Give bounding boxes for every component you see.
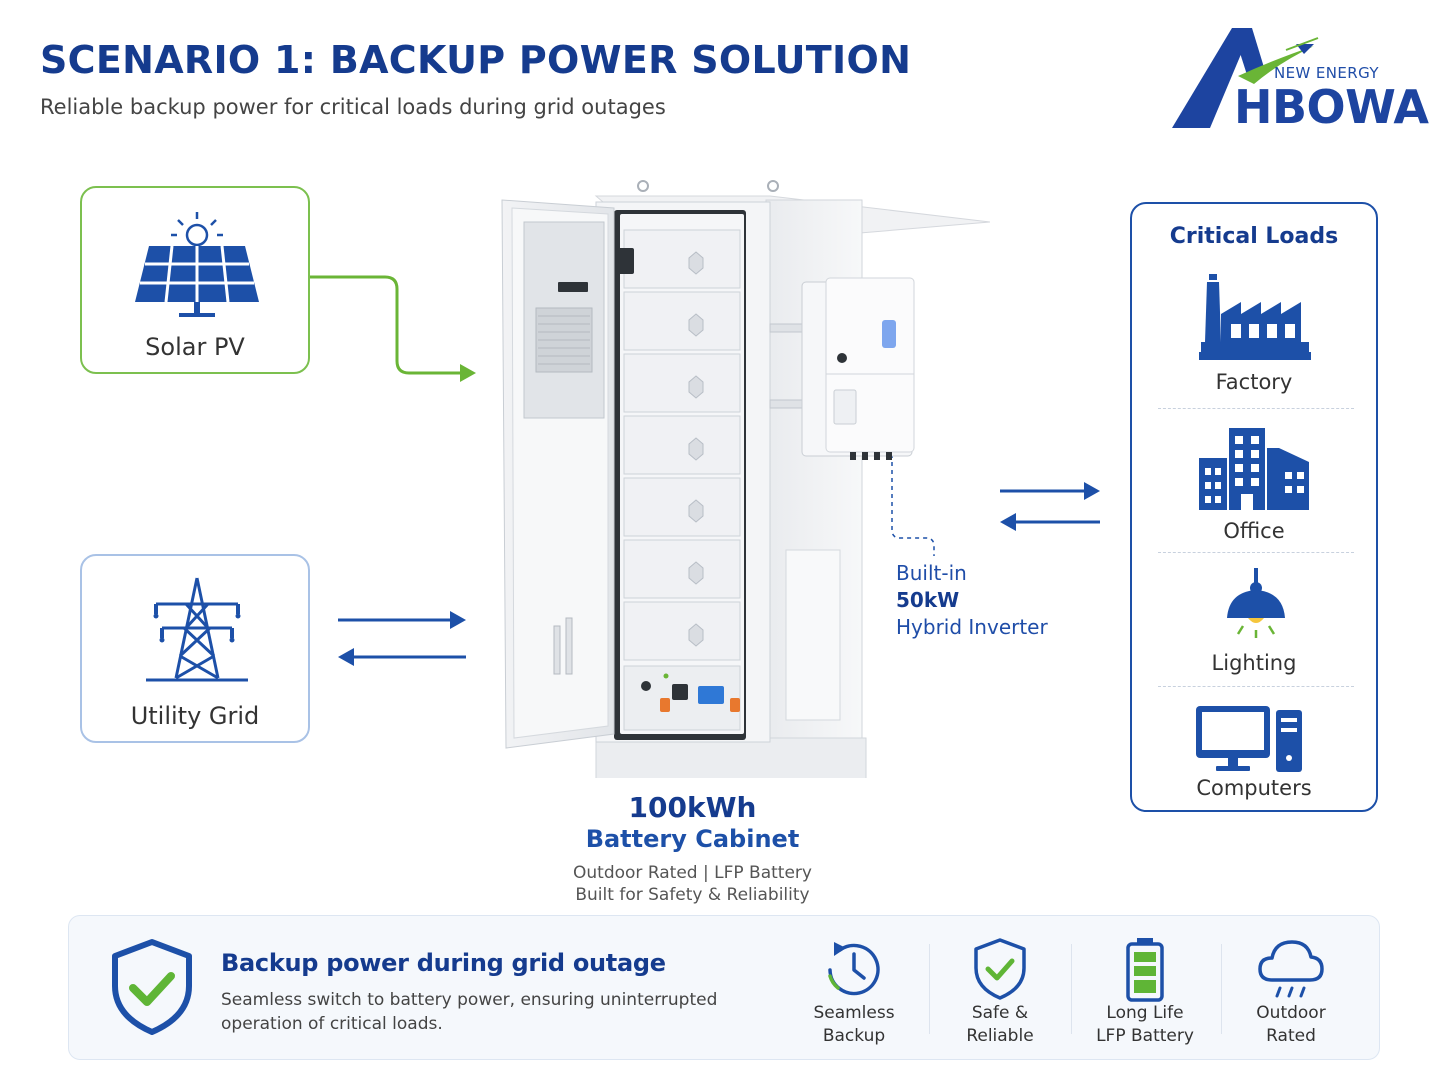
battery-icon: [1126, 938, 1164, 1002]
banner-description: Seamless switch to battery power, ensuri…: [221, 990, 718, 1034]
feature-label-line2: Rated: [1266, 1026, 1316, 1046]
load-computers-label: Computers: [1196, 776, 1312, 800]
feature-label-line1: Outdoor: [1256, 1003, 1326, 1023]
shield-check-icon: [974, 938, 1026, 1000]
load-office-label: Office: [1223, 519, 1285, 543]
feature-label-line1: Seamless: [813, 1003, 895, 1023]
feature-seamless-backup: Seamless Backup: [784, 916, 924, 1061]
transmission-tower-icon: [146, 577, 248, 682]
office-building-icon: [1199, 428, 1309, 510]
inverter-line3: Hybrid Inverter: [896, 615, 1048, 639]
solar-panel-icon: [135, 212, 259, 317]
feature-divider: [1221, 944, 1222, 1034]
load-divider: [1158, 408, 1354, 409]
inverter-power: 50kW: [896, 588, 960, 612]
feature-label-line2: Reliable: [966, 1026, 1034, 1046]
desktop-computer-icon: [1196, 706, 1302, 772]
inverter-label: Built-in 50kW Hybrid Inverter: [896, 560, 1048, 641]
feature-label-line2: LFP Battery: [1096, 1026, 1194, 1046]
feature-long-life: Long Life LFP Battery: [1075, 916, 1215, 1061]
feature-divider: [1071, 944, 1072, 1034]
utility-grid-card: Utility Grid: [80, 554, 310, 743]
banner-title: Backup power during grid outage: [221, 949, 666, 977]
critical-loads-title: Critical Loads: [1169, 224, 1339, 249]
solar-flow-line: [310, 275, 462, 375]
ceiling-lamp-icon: [1227, 568, 1285, 638]
feature-label-line1: Safe &: [971, 1003, 1029, 1023]
feature-outdoor-rated: Outdoor Rated: [1221, 916, 1361, 1061]
utility-grid-label: Utility Grid: [130, 702, 260, 730]
clock-cycle-icon: [828, 942, 880, 996]
page-title: SCENARIO 1: BACKUP POWER SOLUTION: [40, 38, 912, 82]
logo-name: HBOWA: [1234, 80, 1429, 134]
hybrid-inverter-unit: [801, 277, 915, 460]
logo-mark-icon: [1172, 28, 1319, 128]
inverter-line1: Built-in: [896, 561, 967, 585]
page-subtitle: Reliable backup power for critical loads…: [40, 95, 666, 119]
load-lighting-label: Lighting: [1211, 651, 1297, 675]
solar-pv-card: Solar PV: [80, 186, 310, 374]
feature-label-line2: Backup: [822, 1026, 886, 1046]
cabinet-spec-line2: Built for Safety & Reliability: [575, 885, 810, 905]
cabinet-spec-line1: Outdoor Rated | LFP Battery: [573, 863, 812, 883]
feature-divider: [929, 944, 930, 1034]
cabinet-capacity: 100kWh: [628, 791, 757, 824]
battery-modules: [623, 229, 741, 661]
cabinet-specs: Outdoor Rated | LFP Battery Built for Sa…: [540, 862, 845, 906]
benefits-banner: Backup power during grid outage Seamless…: [68, 915, 1380, 1060]
solar-flow-arrowhead: [460, 364, 476, 382]
solar-pv-label: Solar PV: [145, 333, 245, 361]
brand-logo: NEW ENERGY HBOWA: [1168, 24, 1430, 134]
feature-label-line1: Long Life: [1106, 1003, 1184, 1023]
cabinet-heading: 100kWh Battery Cabinet: [540, 792, 845, 854]
cabinet-name: Battery Cabinet: [585, 825, 800, 853]
battery-cabinet-illustration: [501, 180, 990, 778]
logo-tagline: NEW ENERGY: [1274, 64, 1379, 82]
critical-loads-panel: Critical Loads Factory: [1130, 202, 1378, 812]
factory-icon: [1199, 274, 1311, 360]
load-divider: [1158, 552, 1354, 553]
load-divider: [1158, 686, 1354, 687]
feature-safe-reliable: Safe & Reliable: [930, 916, 1070, 1061]
load-factory-label: Factory: [1215, 370, 1293, 394]
shield-check-icon: [112, 939, 192, 1035]
cloud-rain-icon: [1258, 940, 1324, 998]
